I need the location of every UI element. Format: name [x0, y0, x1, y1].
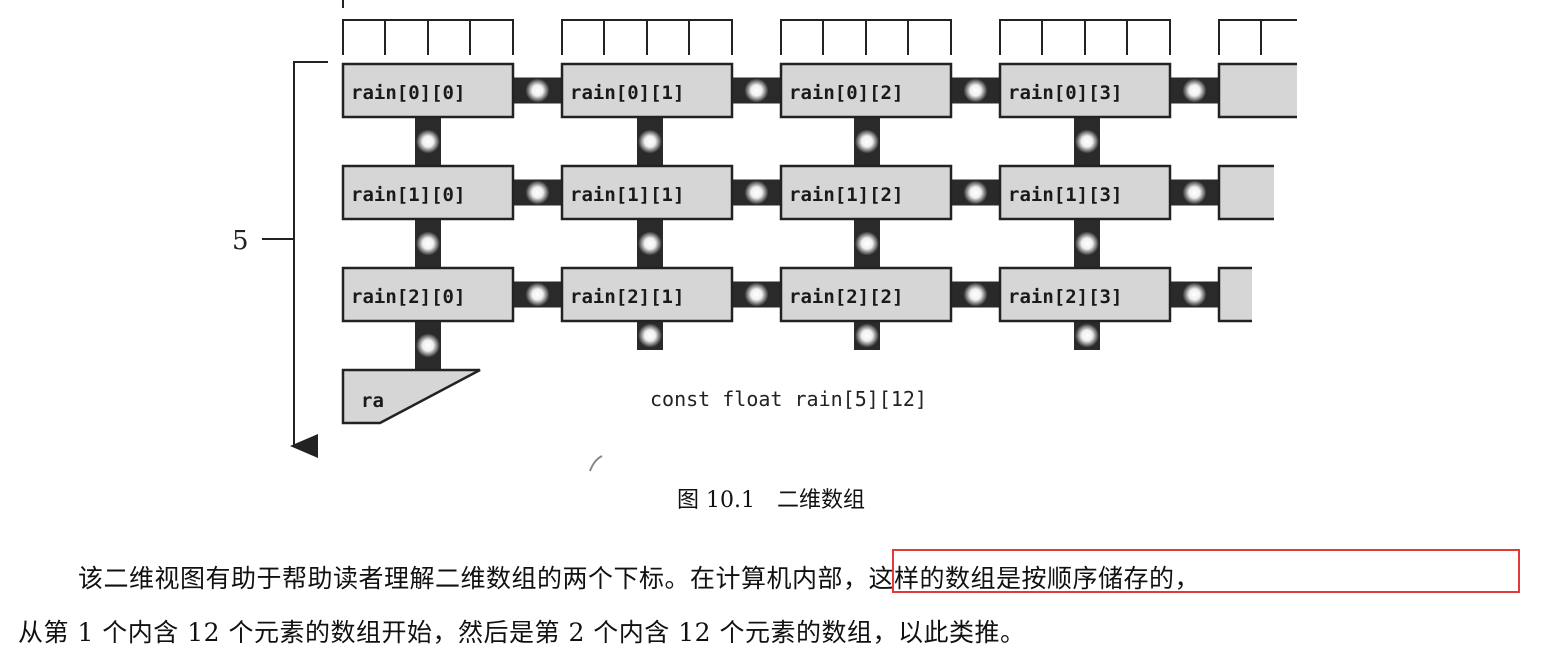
row-count-label: 5 — [232, 226, 249, 256]
array-cell: rain[0][2] — [781, 64, 951, 117]
partial-cell-rain-3-0: ra — [343, 370, 480, 423]
connector-node — [855, 324, 879, 348]
stray-mark — [590, 456, 602, 471]
cell-label: rain[1][2] — [789, 184, 903, 206]
connector-node — [416, 232, 440, 256]
connector-node — [964, 181, 988, 205]
array-cell: rain[0][1] — [562, 64, 732, 117]
connector-node — [416, 334, 440, 358]
connector-node — [1183, 283, 1207, 307]
connector-node — [1183, 181, 1207, 205]
figure-caption: 图 10.1 二维数组 — [0, 482, 1542, 514]
connector-node — [855, 232, 879, 256]
cell-label: rain[1][3] — [1008, 184, 1122, 206]
cell-label: rain[2][0] — [351, 286, 465, 308]
connector-node — [526, 79, 550, 103]
cell-label: rain[1][0] — [351, 184, 465, 206]
connector-node — [745, 283, 769, 307]
connector-node — [416, 130, 440, 154]
array-cell: rain[1][2] — [781, 166, 951, 219]
cell-label: rain[0][3] — [1008, 82, 1122, 104]
connector-node — [745, 79, 769, 103]
row-axis: 5 — [232, 62, 328, 446]
cell-label: rain[1][1] — [570, 184, 684, 206]
cell-label: rain[2][3] — [1008, 286, 1122, 308]
array-cell: rain[2][3] — [1000, 268, 1170, 321]
connector-node — [745, 181, 769, 205]
cell-label: rain[0][1] — [570, 82, 684, 104]
connector-node — [1075, 232, 1099, 256]
array-cell: rain[0][0] — [343, 64, 513, 117]
array-cell: rain[1][1] — [562, 166, 732, 219]
connector-node — [964, 79, 988, 103]
cell-connectors — [415, 78, 1219, 371]
two-dimensional-array-diagram: 5 rain[0][0] rain[0][1] rain[0][2] rain[0][… — [0, 0, 1542, 475]
connector-node — [638, 130, 662, 154]
array-cell: rain[1][0] — [343, 166, 513, 219]
paragraph-line-1-text: 该二维视图有助于帮助读者理解二维数组的两个下标。在 — [78, 564, 716, 593]
connector-node — [526, 181, 550, 205]
array-cell: rain[1][3] — [1000, 166, 1170, 219]
highlight-box — [892, 549, 1520, 593]
partial-cell-label: ra — [361, 390, 384, 412]
partial-right-cells — [1219, 64, 1297, 321]
connector-node — [526, 283, 550, 307]
array-cell: rain[0][3] — [1000, 64, 1170, 117]
cell-label: rain[2][1] — [570, 286, 684, 308]
connector-node — [638, 232, 662, 256]
array-declaration: const float rain[5][12] — [650, 387, 927, 411]
array-cell: rain[2][1] — [562, 268, 732, 321]
cell-label: rain[2][2] — [789, 286, 903, 308]
array-cell: rain[2][2] — [781, 268, 951, 321]
connector-node — [1075, 130, 1099, 154]
cell-label: rain[0][0] — [351, 82, 465, 104]
top-element-ticks — [343, 0, 1297, 55]
paragraph-line-2: 从第 1 个内含 12 个元素的数组开始，然后是第 2 个内含 12 个元素的数… — [18, 613, 1026, 649]
connector-node — [964, 283, 988, 307]
connector-node — [638, 324, 662, 348]
figure-title: 二维数组 — [777, 488, 865, 513]
connector-node — [1183, 79, 1207, 103]
cell-label: rain[0][2] — [789, 82, 903, 104]
figure-number: 图 10.1 — [677, 488, 755, 513]
connector-node — [1075, 324, 1099, 348]
array-cell: rain[2][0] — [343, 268, 513, 321]
connector-node — [855, 130, 879, 154]
